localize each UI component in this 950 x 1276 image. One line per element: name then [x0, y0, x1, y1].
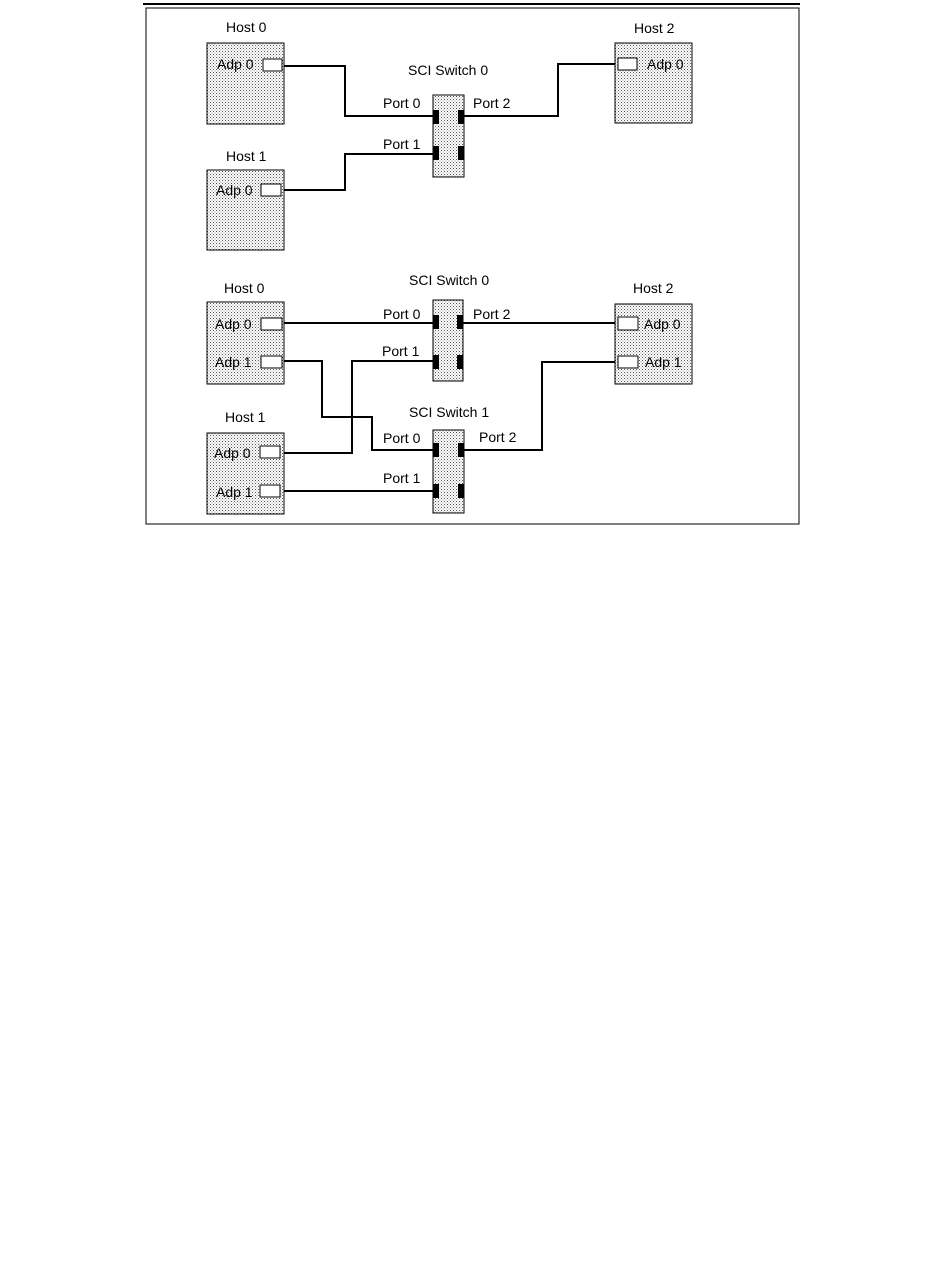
port-label: Port 2 [479, 429, 517, 445]
host-label: Host 1 [226, 148, 267, 164]
switch-port-mark [458, 443, 464, 457]
wire-h1-adp0-to-s0-port1 [283, 154, 433, 190]
host-box [615, 43, 692, 123]
switch-port-mark [433, 355, 439, 369]
switch-port-mark [433, 110, 439, 124]
switch-box [433, 430, 464, 513]
switch-port-mark [457, 315, 463, 329]
switch-port-mark [458, 110, 464, 124]
adapter-label: Adp 1 [645, 354, 682, 370]
adapter-label: Adp 0 [216, 182, 253, 198]
port-label: Port 2 [473, 95, 511, 111]
adapter-port [618, 58, 637, 70]
port-label: Port 1 [383, 136, 421, 152]
port-label: Port 1 [383, 470, 421, 486]
diagram-1: Host 0 Adp 0 Host 1 Adp 0 Host 2 Adp 0 S… [207, 19, 692, 250]
port-label: Port 0 [383, 95, 421, 111]
adapter-port [261, 318, 282, 330]
adapter-port [260, 485, 280, 497]
adapter-label: Adp 0 [647, 56, 684, 72]
switch-port-mark [458, 146, 464, 160]
port-label: Port 0 [383, 306, 421, 322]
switch-port-mark [433, 146, 439, 160]
host-box [207, 302, 284, 384]
switch-label: SCI Switch 0 [408, 62, 488, 78]
adapter-port [260, 446, 280, 458]
adapter-port [618, 356, 638, 368]
adapter-port [261, 184, 281, 196]
adapter-label: Adp 1 [216, 484, 253, 500]
adapter-port [618, 317, 638, 330]
host-label: Host 2 [633, 280, 674, 296]
host-label: Host 2 [634, 20, 675, 36]
switch-port-mark [433, 443, 439, 457]
adapter-port [263, 59, 282, 71]
host-label: Host 0 [226, 19, 267, 35]
switch-port-mark [433, 315, 439, 329]
port-label: Port 2 [473, 306, 511, 322]
host-label: Host 1 [225, 409, 266, 425]
switch-port-mark [433, 484, 439, 498]
switch-port-mark [458, 484, 464, 498]
adapter-label: Adp 0 [215, 316, 252, 332]
switch-label: SCI Switch 0 [409, 272, 489, 288]
host-label: Host 0 [224, 280, 265, 296]
switch-label: SCI Switch 1 [409, 404, 489, 420]
switch-box [433, 95, 464, 177]
adapter-label: Adp 0 [217, 56, 254, 72]
port-label: Port 0 [383, 430, 421, 446]
adapter-port [261, 356, 282, 368]
port-label: Port 1 [382, 343, 420, 359]
adapter-label: Adp 0 [214, 445, 251, 461]
diagram-2: Host 0 Adp 0 Adp 1 Host 1 Adp 0 Adp 1 Ho… [207, 272, 692, 514]
adapter-label: Adp 1 [215, 354, 252, 370]
adapter-label: Adp 0 [644, 316, 681, 332]
switch-port-mark [457, 355, 463, 369]
